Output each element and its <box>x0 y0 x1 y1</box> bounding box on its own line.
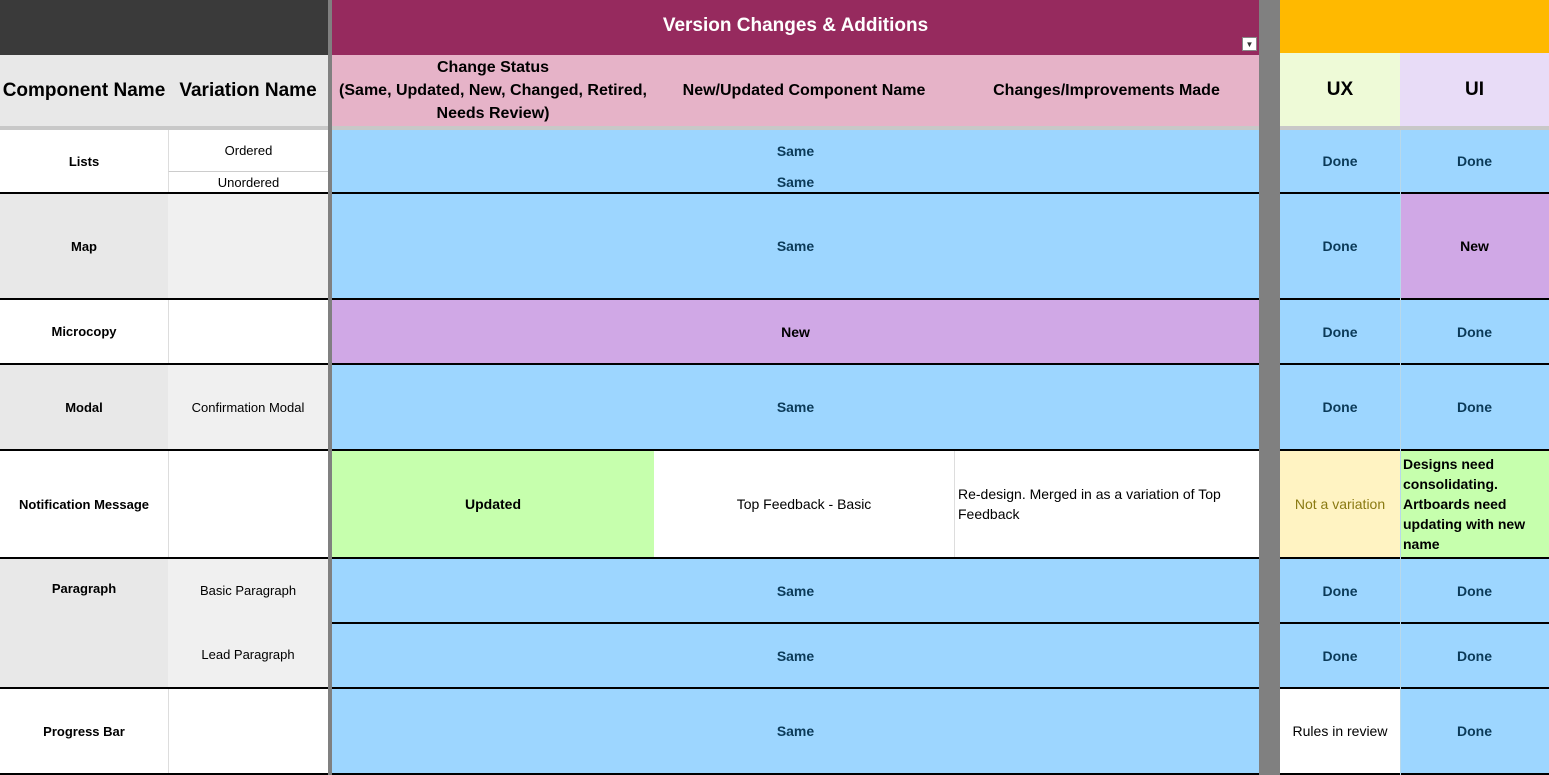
row-divider <box>0 773 1549 775</box>
ux-progress-bar[interactable]: Rules in review <box>1280 689 1400 773</box>
ui-map[interactable]: New <box>1400 194 1549 298</box>
status-lists-unordered[interactable]: Same <box>332 171 1259 192</box>
col-header-new-updated-name[interactable]: New/Updated Component Name <box>654 55 954 126</box>
variation-notification-empty[interactable] <box>168 451 328 557</box>
variation-unordered[interactable]: Unordered <box>168 172 328 192</box>
ux-map[interactable]: Done <box>1280 194 1400 298</box>
ux-lead-paragraph[interactable]: Done <box>1280 624 1400 687</box>
frozen-column-divider[interactable] <box>328 0 332 775</box>
status-basic-paragraph[interactable]: Same <box>332 559 1259 622</box>
status-map[interactable]: Same <box>332 194 1259 298</box>
row-divider <box>332 622 1259 624</box>
ui-microcopy[interactable]: Done <box>1400 300 1549 363</box>
change-status-line2: (Same, Updated, New, Changed, Retired, <box>339 82 647 99</box>
component-map[interactable]: Map <box>0 194 168 298</box>
ux-microcopy[interactable]: Done <box>1280 300 1400 363</box>
change-status-line1: Change Status <box>436 59 549 76</box>
header-dark-block <box>0 0 328 55</box>
ux-ui-divider <box>1400 130 1401 775</box>
status-notification[interactable]: Updated <box>332 451 654 557</box>
ux-notification[interactable]: Not a variation <box>1280 451 1400 557</box>
status-microcopy[interactable]: New <box>332 300 1259 363</box>
col-header-changes-made[interactable]: Changes/Improvements Made <box>954 55 1259 126</box>
col-header-ui[interactable]: UI <box>1400 53 1549 126</box>
ui-lead-paragraph[interactable]: Done <box>1400 624 1549 687</box>
component-modal[interactable]: Modal <box>0 365 168 449</box>
status-lists-ordered[interactable]: Same <box>332 130 1259 171</box>
header-magenta-strip <box>332 52 1259 55</box>
variation-microcopy-empty[interactable] <box>168 300 328 363</box>
col-header-change-status[interactable]: Change Status (Same, Updated, New, Chang… <box>332 55 654 126</box>
new-name-notification[interactable]: Top Feedback - Basic <box>654 451 954 557</box>
component-microcopy[interactable]: Microcopy <box>0 300 168 363</box>
dropdown-arrow-icon: ▼ <box>1245 39 1254 49</box>
header-orange-block <box>1280 0 1549 53</box>
row-divider <box>0 449 1549 451</box>
variation-map-empty[interactable] <box>168 194 328 298</box>
component-lists[interactable]: Lists <box>0 130 168 192</box>
ui-lists[interactable]: Done <box>1400 130 1549 192</box>
change-status-line3: Needs Review) <box>436 105 550 122</box>
ui-notification[interactable]: Designs need consolidating. Artboards ne… <box>1400 451 1549 557</box>
status-lead-paragraph[interactable]: Same <box>332 624 1259 687</box>
ux-lists[interactable]: Done <box>1280 130 1400 192</box>
ui-progress-bar[interactable]: Done <box>1400 689 1549 773</box>
row-divider <box>0 687 1549 689</box>
variation-basic-paragraph[interactable]: Basic Paragraph <box>168 559 328 622</box>
status-progress-bar[interactable]: Same <box>332 689 1259 773</box>
col-header-variation-name[interactable]: Variation Name <box>168 55 328 126</box>
row-divider <box>0 192 1549 194</box>
filter-dropdown-button[interactable]: ▼ <box>1242 37 1257 51</box>
gap-column-divider[interactable] <box>1259 0 1280 775</box>
row-divider <box>0 557 1549 559</box>
component-notification-message[interactable]: Notification Message <box>0 451 168 557</box>
col-header-component-name[interactable]: Component Name <box>0 55 168 126</box>
row-divider <box>0 298 1549 300</box>
variation-progress-empty[interactable] <box>168 689 328 773</box>
row-divider <box>1280 622 1549 624</box>
component-progress-bar[interactable]: Progress Bar <box>0 689 168 773</box>
variation-ordered[interactable]: Ordered <box>168 130 328 172</box>
variation-lead-paragraph[interactable]: Lead Paragraph <box>168 622 328 687</box>
status-modal[interactable]: Same <box>332 365 1259 449</box>
ux-modal[interactable]: Done <box>1280 365 1400 449</box>
changes-notification[interactable]: Re-design. Merged in as a variation of T… <box>954 451 1259 557</box>
ux-basic-paragraph[interactable]: Done <box>1280 559 1400 622</box>
component-paragraph[interactable]: Paragraph <box>0 559 168 687</box>
row-divider <box>0 363 1549 365</box>
ui-basic-paragraph[interactable]: Done <box>1400 559 1549 622</box>
section-title: Version Changes & Additions <box>332 0 1259 52</box>
col-header-ux[interactable]: UX <box>1280 53 1400 126</box>
ui-modal[interactable]: Done <box>1400 365 1549 449</box>
variation-confirmation-modal[interactable]: Confirmation Modal <box>168 365 328 449</box>
header-bottom-border <box>0 126 1549 130</box>
